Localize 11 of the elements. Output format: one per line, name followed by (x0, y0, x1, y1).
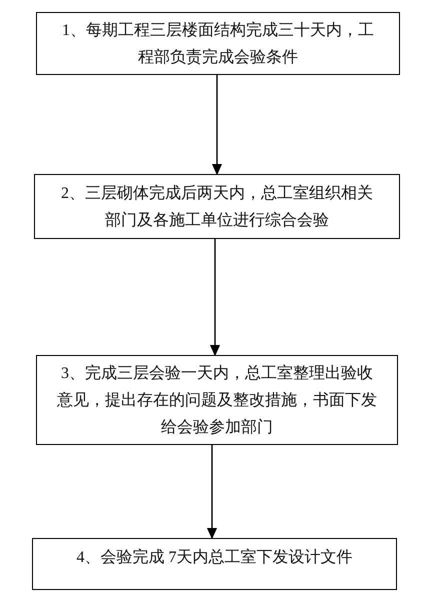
process-box (36, 355, 398, 445)
arrow (212, 75, 222, 174)
process-box (32, 538, 397, 590)
step-text: 4、会验完成 7天内总工室下发设计文件 (76, 548, 352, 568)
step-text: 1、每期工程三层楼面结构完成三十天内，工程部负责完成会验条件 (62, 20, 374, 68)
step-text: 3、完成三层会验一天内，总工室整理出验收意见，提出存在的问题及整改措施，书面下发给会验参加部门 (56, 364, 378, 438)
process-box (34, 174, 400, 239)
arrow (207, 445, 217, 538)
arrow (210, 239, 220, 356)
process-box (36, 12, 400, 75)
step-text: 2、三层砌体完成后两天内，总工室组织相关部门及各施工单位进行综合会验 (60, 184, 374, 230)
